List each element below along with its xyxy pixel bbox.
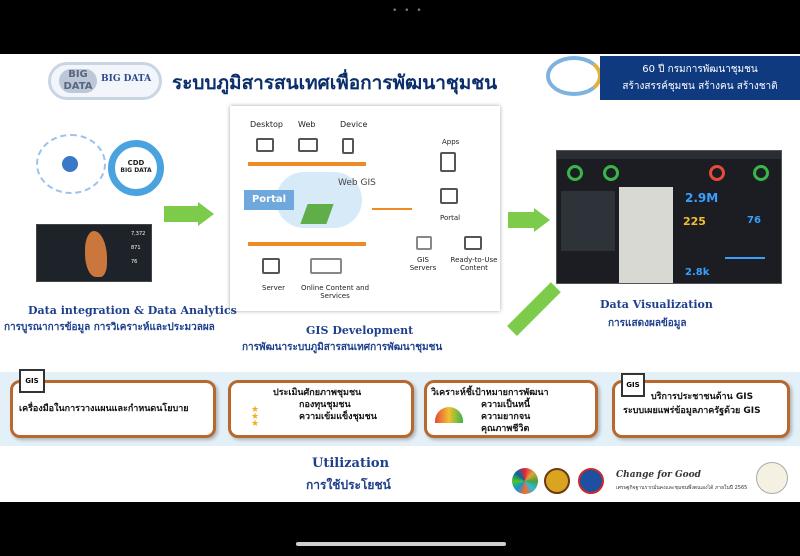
side-table <box>561 191 615 251</box>
vis-caption-en: Data Visualization <box>600 298 713 311</box>
gis-doc-icon: GIS <box>19 369 45 393</box>
map-dashboard-thumbnail: 7,372 871 76 <box>36 224 152 282</box>
web-icon <box>298 138 318 152</box>
cdd-big-data-label: BIG DATA <box>120 167 152 174</box>
util-caption-en: Utilization <box>312 456 390 471</box>
card-planning-line1: เครื่องมือในการวางแผนและกำหนดนโยบาย <box>19 404 189 414</box>
kpi-main: 2.9M <box>685 191 719 205</box>
portal-right-icon <box>440 188 458 204</box>
arrow-right-2-head-icon <box>534 208 550 232</box>
gis-servers-icon <box>416 236 432 250</box>
portal-right-label: Portal <box>440 214 461 222</box>
big-data-logo: BIG DATA BIG DATA <box>48 62 162 100</box>
online-content-icon <box>310 258 342 274</box>
star-rating-icon: ★★★ <box>251 405 260 429</box>
card-potential-line2: กองทุนชุมชน <box>299 400 351 410</box>
card-planning: GIS เครื่องมือในการวางแผนและกำหนดนโยบาย <box>10 369 216 438</box>
web-gis-label: Web GIS <box>338 178 376 188</box>
bar-chart-icon <box>725 235 765 259</box>
network-node-icon <box>62 156 78 172</box>
gisdev-caption-th: การพัฒนาระบบภูมิสารสนเทศการพัฒนาชุมชน <box>242 342 443 353</box>
gisdev-caption-en: GIS Development <box>306 324 414 337</box>
cdd-label: CDD <box>127 159 145 167</box>
kpi-b: 76 <box>747 215 761 226</box>
gis-pin-icon: GIS <box>621 373 645 397</box>
map-panel <box>619 187 673 283</box>
stat-3: 76 <box>131 259 138 265</box>
card-service: GIS บริการประชาชนด้าน GIS ระบบเผยแพร่ข้อ… <box>612 373 790 438</box>
card-target: วิเคราะห์ชี้เป้าหมายการพัฒนา ความเป็นหนี… <box>424 380 598 438</box>
server-bar <box>248 242 366 246</box>
double-arrow-icon <box>372 208 412 210</box>
apps-icon <box>440 152 456 172</box>
cdd-big-data-ring: CDD BIG DATA <box>108 140 164 196</box>
card-potential: ★★★ ประเมินศักยภาพชุมชน กองทุนชุมชน ความ… <box>228 380 414 438</box>
arrow-right-1-head-icon <box>198 202 214 226</box>
device-icon <box>342 138 354 154</box>
util-caption-th: การใช้ประโยชน์ <box>306 478 391 492</box>
gis-servers-label: GIS Servers <box>409 256 437 272</box>
card-target-line4: คุณภาพชีวิต <box>481 424 530 434</box>
integration-caption-en: Data integration & Data Analytics <box>28 304 237 317</box>
web-gis-diagram: Desktop Web Device Portal Web GIS Server… <box>230 106 500 311</box>
big-data-logo-mark: BIG DATA <box>59 69 97 93</box>
header-ribbon: 60 ปี กรมการพัฒนาชุมชน สร้างสรรค์ชุมชน ส… <box>600 56 800 100</box>
big-data-logo-text: BIG DATA <box>101 74 152 84</box>
gauge-icon <box>435 407 463 423</box>
donut-chart-icon <box>753 165 769 181</box>
donut-chart-icon <box>567 165 583 181</box>
emblem-1-icon <box>544 468 570 494</box>
vis-caption-th: การแสดงผลข้อมูล <box>608 318 687 329</box>
integration-graphic: CDD BIG DATA 7,372 871 76 <box>34 128 164 282</box>
arrow-right-2-icon <box>508 212 536 228</box>
device-label: Device <box>340 120 368 129</box>
sdg-wheel-icon <box>512 468 538 494</box>
web-label: Web <box>298 120 316 129</box>
online-content-label: Online Content and Services <box>300 284 370 300</box>
server-label: Server <box>262 284 285 292</box>
sufficiency-logo-icon <box>756 462 788 494</box>
ready-to-use-icon <box>464 236 482 250</box>
donut-chart-icon <box>603 165 619 181</box>
kpi-a: 225 <box>683 215 706 228</box>
top-indicator: • • • <box>392 6 424 16</box>
stat-2: 871 <box>131 245 141 251</box>
dashboard-topbar <box>557 151 781 159</box>
card-potential-line1: ประเมินศักยภาพชุมชน <box>273 388 362 398</box>
integration-caption-th: การบูรณาการข้อมูล การวิเคราะห์และประมวลผ… <box>4 322 215 333</box>
server-icon <box>262 258 280 274</box>
emblem-2-icon <box>578 468 604 494</box>
desktop-icon <box>256 138 274 152</box>
slide: BIG DATA BIG DATA ระบบภูมิสารสนเทศเพื่อก… <box>0 54 800 502</box>
arrow-down-left-icon <box>507 282 561 336</box>
card-target-line3: ความยากจน <box>481 412 531 422</box>
apps-label: Apps <box>442 138 460 146</box>
kpi-c: 2.8k <box>685 267 710 278</box>
stat-1: 7,372 <box>131 231 146 237</box>
arrow-right-1-icon <box>164 206 200 222</box>
portal-center-label: Portal <box>244 190 294 210</box>
anniversary-60-logo <box>546 56 602 96</box>
dashboard-screenshot: 2.9M 225 76 2.8k <box>556 150 782 284</box>
card-service-line1: บริการประชาชนด้าน GIS <box>651 392 754 402</box>
slogan: Change for Good <box>616 470 701 480</box>
network-diagram-icon <box>36 134 106 194</box>
card-target-line2: ความเป็นหนี้ <box>481 400 531 410</box>
desktop-label: Desktop <box>250 120 283 129</box>
card-target-line1: วิเคราะห์ชี้เป้าหมายการพัฒนา <box>431 388 549 398</box>
donut-chart-icon <box>709 165 725 181</box>
client-bar <box>248 162 366 166</box>
page-title: ระบบภูมิสารสนเทศเพื่อการพัฒนาชุมชน <box>172 72 498 94</box>
ribbon-line2: สร้างสรรค์ชุมชน สร้างคน สร้างชาติ <box>622 81 778 92</box>
card-potential-line3: ความเข้มแข็งชุมชน <box>299 412 377 422</box>
thailand-map-icon <box>85 231 107 277</box>
card-service-line2: ระบบเผยแพร่ข้อมูลภาครัฐด้วย GIS <box>623 406 761 416</box>
slogan-sub: เศรษฐกิจฐานรากมั่นคงและชุมชนพึ่งตนเองได้… <box>616 485 748 491</box>
home-indicator <box>296 542 506 546</box>
ready-to-use-label: Ready-to-Use Content <box>450 256 498 272</box>
ribbon-line1: 60 ปี กรมการพัฒนาชุมชน <box>642 64 758 75</box>
